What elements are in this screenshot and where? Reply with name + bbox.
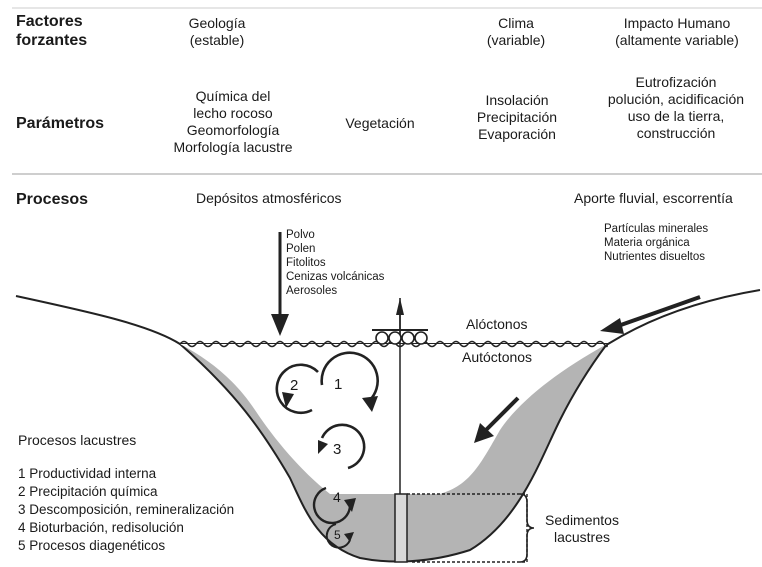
- forcing-geology: Geología (estable): [188, 15, 246, 48]
- cycle-2-arrow: [275, 363, 319, 415]
- lake-process-item-5: 5 Procesos diagenéticos: [18, 538, 166, 553]
- lake-process-item-3: 3 Descomposición, remineralización: [18, 502, 235, 517]
- parameter-geology: Química del lecho rocoso Geomorfología M…: [173, 88, 293, 155]
- lake-process-item-2: 2 Precipitación química: [18, 484, 158, 499]
- cycle-5-arrow: [325, 523, 354, 549]
- cycle-number-5: 5: [334, 528, 341, 542]
- cycle-1-arrow: [320, 351, 379, 412]
- sampling-platform: [372, 298, 428, 345]
- parameter-climate: Insolación Precipitación Evaporación: [476, 92, 558, 142]
- lake-processes-title: Procesos lacustres: [18, 432, 137, 448]
- forcing-climate: Clima (variable): [486, 15, 546, 48]
- sediment-bracket: [519, 493, 535, 563]
- autochthonous-label: Autóctonos: [462, 349, 533, 365]
- cycle-3-arrow: [318, 423, 366, 470]
- parameter-vegetation: Vegetación: [345, 115, 415, 131]
- cycle-number-4: 4: [333, 489, 341, 505]
- sediment-dashed-box: [407, 493, 528, 563]
- atmospheric-items: Polvo Polen Fitolitos Cenizas volcánicas…: [286, 229, 385, 297]
- cycle-4-arrow: [312, 486, 356, 525]
- water-column: [180, 344, 607, 494]
- core-tube: [394, 493, 408, 563]
- lake-process-item-1: 1 Productividad interna: [18, 466, 157, 481]
- atmospheric-deposits-label: Depósitos atmosféricos: [196, 190, 342, 206]
- lake-process-item-4: 4 Bioturbación, redisolución: [18, 520, 184, 535]
- allochthonous-label: Alóctonos: [466, 316, 528, 332]
- fluvial-input-label: Aporte fluvial, escorrentía: [574, 190, 733, 206]
- cycle-number-2: 2: [290, 377, 299, 394]
- fluvial-arrow: [600, 295, 701, 334]
- cycle-number-1: 1: [334, 376, 343, 393]
- cycle-number-3: 3: [333, 441, 342, 458]
- slope-arrow: [474, 396, 520, 443]
- atmospheric-arrow: [271, 232, 289, 336]
- forcing-human: Impacto Humano (altamente variable): [615, 15, 739, 48]
- parameters-title: Parámetros: [16, 115, 105, 132]
- sediments-label: Sedimentos lacustres: [545, 512, 619, 545]
- fluvial-items: Partículas minerales Materia orgánica Nu…: [604, 223, 709, 263]
- processes-title: Procesos: [16, 191, 89, 208]
- forcing-factors-title: Factores forzantes: [16, 13, 88, 49]
- parameter-human: Eutrofización polución, acidificación us…: [607, 74, 745, 141]
